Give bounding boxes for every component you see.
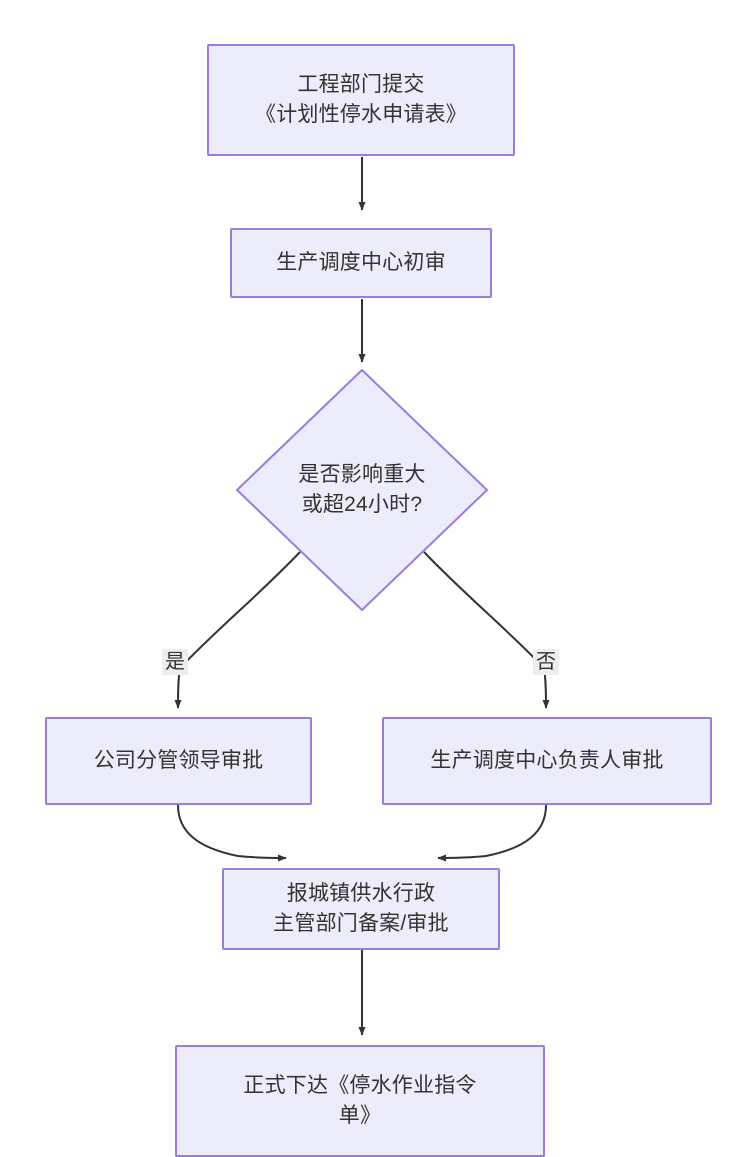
node-decision-major-impact[interactable]: 是否影响重大 或超24小时?	[237, 370, 487, 610]
node-issue-work-order[interactable]: 正式下达《停水作业指令 单》	[175, 1045, 545, 1157]
edge-n3-n5	[423, 551, 550, 709]
node-decision-label: 是否影响重大 或超24小时?	[298, 462, 426, 516]
node-dispatch-head-approval[interactable]: 生产调度中心负责人审批	[382, 717, 712, 805]
edge-n5-n6	[437, 804, 547, 862]
node-n3-diamond-shape[interactable]	[235, 368, 489, 612]
node-dispatch-center-review[interactable]: 生产调度中心初审	[230, 228, 492, 298]
node-company-leader-approval[interactable]: 公司分管领导审批	[45, 717, 312, 805]
edge-n4-n6	[177, 804, 287, 862]
edge-label-yes: 是	[162, 649, 188, 675]
edge-label-no: 否	[533, 649, 559, 675]
node-submit-application[interactable]: 工程部门提交 《计划性停水申请表》	[207, 44, 515, 156]
node-municipal-filing-approval[interactable]: 报城镇供水行政 主管部门备案/审批	[222, 868, 500, 950]
edge-n3-n4	[174, 551, 301, 709]
